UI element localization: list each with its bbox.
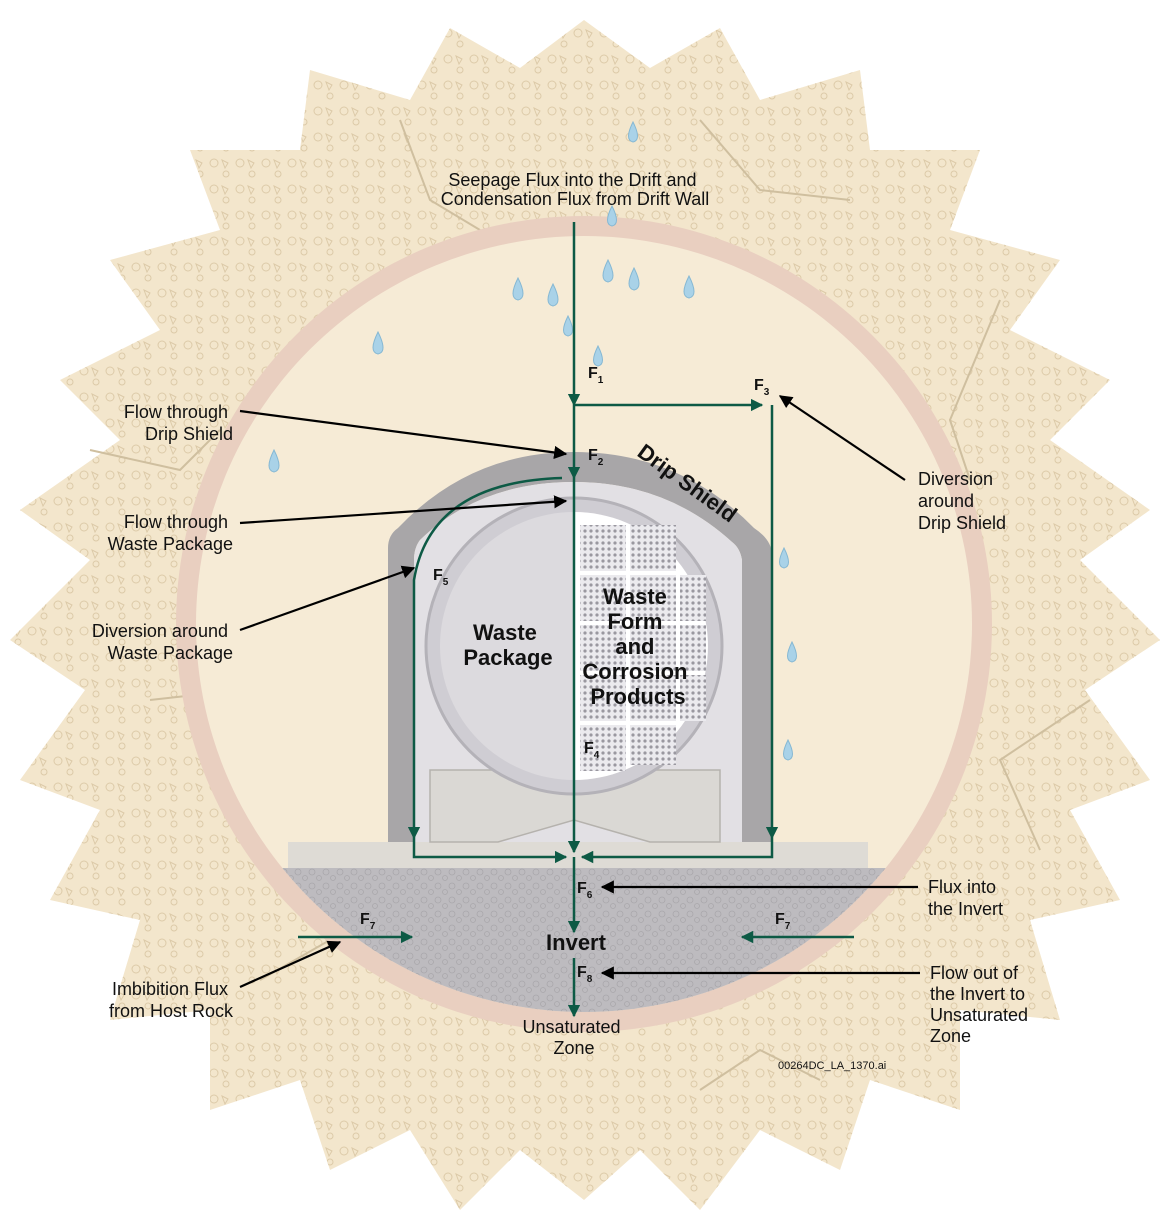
flow-bottom-left <box>412 838 568 864</box>
imbibition-label: Imbibition Flux from Host Rock <box>109 979 234 1021</box>
flux-label-f2: F2 <box>588 447 604 468</box>
waste-form-label: Waste Form and Corrosion Products <box>582 584 693 709</box>
flux-label-f1: F1 <box>588 365 604 386</box>
flow-out-invert-label: Flow out of the Invert to Unsaturated Zo… <box>930 963 1033 1046</box>
callout-imbibition <box>239 940 342 989</box>
waste-form-grid <box>580 525 706 771</box>
flow-arrows <box>298 222 854 1018</box>
water-drops <box>268 120 797 761</box>
callout-waste-package <box>239 495 568 525</box>
flux-label-f3: F3 <box>754 377 770 398</box>
unsaturated-zone-label: Unsaturated Zone <box>522 1017 625 1058</box>
file-id-label: 00264DC_LA_1370.ai <box>778 1060 886 1072</box>
flux-label-f6: F6 <box>577 880 593 901</box>
flux-label-f8: F8 <box>577 964 593 985</box>
diversion-waste-package-label: Diversion around Waste Package <box>92 621 233 663</box>
callout-arrows <box>239 395 920 989</box>
flux-label-f7-right: F7 <box>775 911 791 932</box>
flux-label-f5: F5 <box>433 567 449 588</box>
flow-waste-package-label: Flow through Waste Package <box>108 512 233 554</box>
flow-drip-shield-label: Flow through Drip Shield <box>124 402 233 444</box>
diversion-drip-shield-label: Diversion around Drip Shield <box>918 469 1006 533</box>
flux-label-f7-left: F7 <box>360 911 376 932</box>
flow-bottom-right <box>580 838 774 864</box>
invert-deck <box>288 842 868 868</box>
invert-label: Invert <box>546 930 607 955</box>
callout-diversion-wp <box>239 565 416 632</box>
callout-diversion-ds <box>778 395 906 481</box>
seepage-label: Seepage Flux into the Drift and Condensa… <box>441 170 709 209</box>
callout-drip-shield <box>239 409 568 459</box>
flux-label-f4: F4 <box>584 740 600 761</box>
flux-invert-label: Flux into the Invert <box>928 877 1003 919</box>
waste-package-label: Waste Package <box>463 620 552 670</box>
